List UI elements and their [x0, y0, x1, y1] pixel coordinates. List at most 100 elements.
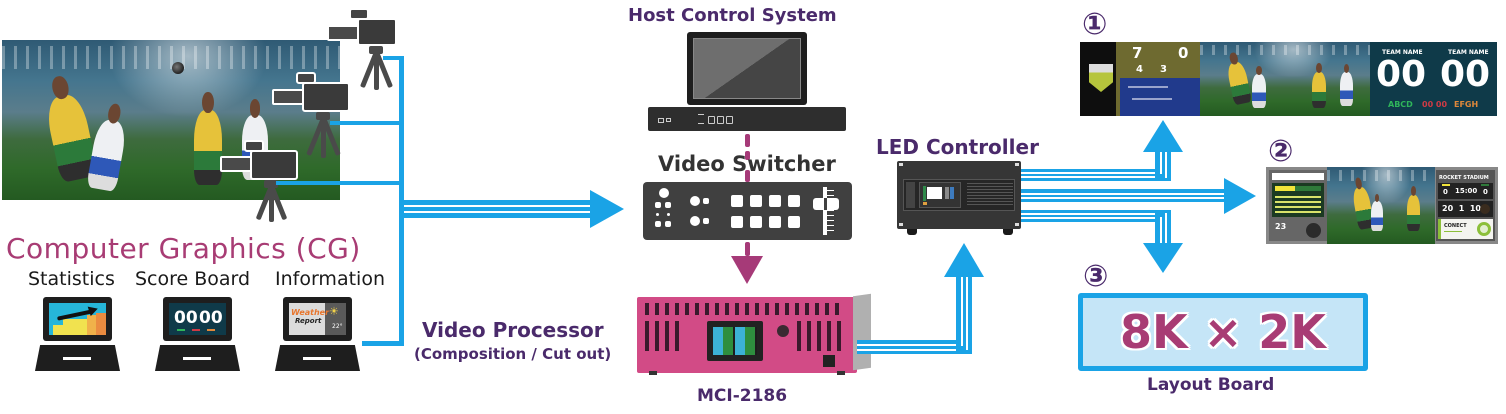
score-left: 00 [174, 308, 198, 328]
video-processor-device [637, 293, 871, 375]
arrow-down-icon [1143, 243, 1183, 273]
stat-top-left: 7 [1132, 44, 1143, 62]
led-controller-device [897, 161, 1021, 235]
bus-separator [1021, 217, 1161, 219]
signal-bus [857, 340, 972, 354]
stats-panel: 7 0 4 3 [1080, 42, 1200, 116]
camera-icon [218, 140, 298, 225]
signal-bus [956, 276, 972, 354]
output-2-board: 23 ROCKET STADIUM 0 15:00 0 20 1 10 CONE… [1266, 167, 1498, 244]
host-rack-unit [648, 107, 846, 131]
output-2-number: ② [1268, 134, 1294, 169]
game-stats: 20 1 10 [1442, 204, 1481, 213]
signal-line [399, 56, 404, 346]
bus-separator [404, 205, 592, 207]
weather-temp: 22° [332, 323, 343, 330]
weather-subtitle: Report [295, 317, 322, 325]
processor-vents-top [645, 303, 845, 315]
bus-separator [404, 211, 592, 213]
left-panel-value: 23 [1275, 222, 1287, 231]
signal-line [276, 181, 403, 185]
led-controller-label: LED Controller [876, 135, 1039, 159]
control-line [745, 134, 750, 147]
control-line [745, 170, 750, 182]
camera-icon [270, 72, 350, 162]
weather-title: Weather [291, 308, 330, 317]
statistics-chart [49, 303, 106, 335]
laptop-statistics [35, 297, 120, 373]
signal-bus [404, 200, 592, 218]
cg-label-scoreboard: Score Board [135, 268, 251, 290]
stadium-lights [2, 46, 340, 69]
video-switcher-label: Video Switcher [658, 152, 836, 176]
output-2-left-panel: 23 [1269, 170, 1327, 241]
laptop-scoreboard: 00 00 [155, 297, 240, 373]
player [194, 92, 222, 185]
bus-separator [1165, 150, 1167, 178]
signal-line [330, 121, 403, 125]
arrow-right-icon [590, 190, 624, 228]
output-2-photo [1327, 167, 1435, 244]
signal-bus [1021, 189, 1226, 202]
bus-separator [1165, 213, 1167, 245]
bus-separator [961, 276, 963, 346]
score-right: 00 [1440, 54, 1491, 95]
signal-bus [1155, 150, 1171, 181]
output-2-right-panel: ROCKET STADIUM 0 15:00 0 20 1 10 CONECT [1436, 170, 1495, 241]
control-line [745, 151, 750, 160]
bus-separator [1021, 172, 1161, 174]
laptop-information: Weather Report ☀ 22° [275, 297, 360, 373]
output-1-board: 7 0 4 3 TEAM NAME TEAM NAME 00 00 ABCD 0… [1080, 42, 1497, 116]
signal-line [383, 56, 403, 60]
camera-icon [325, 8, 405, 93]
stat-bottom-a: 4 [1136, 64, 1143, 75]
connect-tag: CONECT [1444, 223, 1467, 229]
output-3-number: ③ [1083, 259, 1109, 294]
led-controller-display [919, 182, 961, 208]
arrow-down-icon [731, 256, 763, 284]
cg-label-statistics: Statistics [28, 268, 115, 290]
processor-vents-right [797, 321, 843, 351]
scoreboard-screen: 00 00 [169, 303, 226, 335]
output-1-scoreboard: TEAM NAME TEAM NAME 00 00 ABCD 00 00 EFG… [1370, 42, 1497, 116]
bus-separator [857, 349, 959, 351]
cg-title: Computer Graphics (CG) [6, 232, 361, 265]
arrow-up-icon [1143, 120, 1183, 152]
team-left-name: TEAM NAME [1382, 49, 1423, 56]
bus-separator [1021, 193, 1226, 195]
signal-bus [1021, 210, 1171, 222]
sun-cloud-icon: ☀ [329, 305, 339, 318]
host-monitor [687, 32, 807, 105]
t-bar-fader [823, 187, 827, 235]
soccer-ball [172, 62, 184, 74]
bus-separator [857, 344, 963, 346]
layout-board-resolution: 8K × 2K [1120, 305, 1326, 359]
video-switcher-device [643, 182, 852, 240]
cg-label-information: Information [275, 268, 385, 290]
stat-top-right: 0 [1178, 44, 1189, 62]
bus-separator [1021, 213, 1166, 215]
arrow-right-icon [1224, 178, 1256, 214]
signal-bus [1155, 210, 1171, 245]
score-right: 00 [199, 308, 223, 328]
team-right-code: EFGH [1454, 100, 1479, 109]
processor-vents-left [645, 321, 683, 351]
signal-bus [1021, 169, 1171, 181]
venue-name: ROCKET STADIUM [1439, 175, 1489, 181]
video-processor-model: MCI-2186 [697, 386, 788, 406]
game-clock: 00 00 [1422, 100, 1448, 109]
arrow-up-icon [944, 243, 984, 277]
score-left: 00 [1376, 54, 1427, 95]
signal-line [362, 341, 404, 346]
output-1-photo [1200, 42, 1370, 116]
bus-separator [1021, 197, 1226, 199]
video-processor-sublabel: (Composition / Cut out) [414, 345, 612, 363]
bus-separator [1021, 176, 1166, 178]
processor-touchscreen [707, 321, 763, 361]
team-left-code: ABCD [1388, 100, 1413, 109]
team-right-name: TEAM NAME [1448, 49, 1489, 56]
score-right: 0 [1483, 188, 1488, 196]
led-controller-vent [967, 183, 1013, 207]
stat-bottom-b: 3 [1160, 64, 1167, 75]
bus-separator [1160, 217, 1162, 245]
